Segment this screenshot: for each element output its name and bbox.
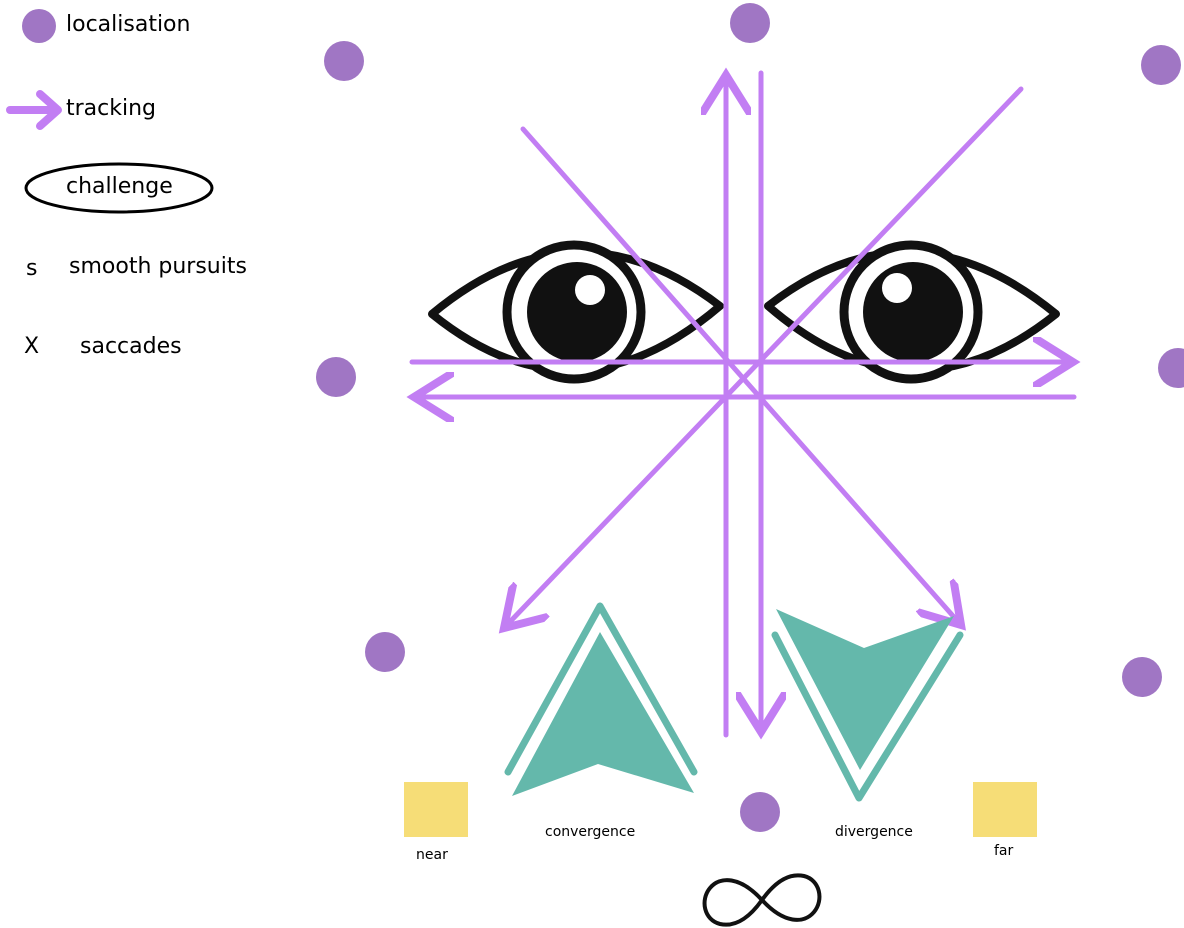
arrow-diag-down-left (504, 86, 1024, 628)
dot-upper-left (324, 41, 364, 81)
legend-tracking-arrow-icon (6, 90, 62, 130)
legend-smooth-symbol: s (26, 256, 38, 281)
dot-upper-right (1141, 45, 1181, 85)
far-label: far (994, 843, 1014, 859)
legend-localisation-label: localisation (66, 12, 191, 37)
divergence-arrow-icon (771, 609, 964, 802)
convergence-arrow-icon (504, 602, 698, 796)
legend-localisation-dot (22, 9, 56, 43)
legend-challenge-ellipse (24, 162, 214, 214)
dot-mid-right (1158, 348, 1184, 388)
legend-saccade-symbol: X (24, 334, 40, 359)
legend-smooth-label: smooth pursuits (69, 254, 247, 279)
eye-icon-left (428, 240, 724, 384)
divergence-label: divergence (835, 824, 913, 840)
near-square (404, 782, 468, 837)
near-label: near (416, 847, 448, 863)
far-square (973, 782, 1037, 837)
legend-tracking-label: tracking (66, 96, 157, 121)
dot-top (730, 3, 770, 43)
eye-icon-right (764, 240, 1060, 384)
dot-mid-left (316, 357, 356, 397)
dot-lower-left (365, 632, 405, 672)
convergence-label: convergence (545, 824, 636, 840)
legend-saccade-label: saccades (80, 334, 182, 359)
localisation-dots (316, 3, 1184, 832)
tracking-arrows (412, 73, 1074, 735)
infinity-icon (702, 873, 822, 927)
arrow-diag-down-right (520, 126, 961, 625)
legend-challenge-label: challenge (66, 174, 173, 199)
dot-lower-right (1122, 657, 1162, 697)
dot-bottom (740, 792, 780, 832)
